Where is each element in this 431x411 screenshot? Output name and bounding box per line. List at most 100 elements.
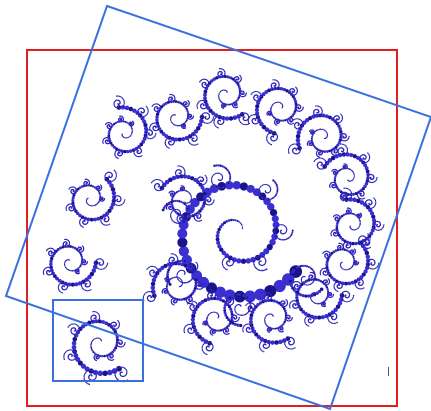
spiral-dot: [224, 105, 225, 106]
spiral-dot: [213, 165, 215, 167]
spiral-dot: [288, 150, 289, 151]
spiral-dot: [276, 102, 277, 103]
spiral-dot: [229, 116, 234, 121]
spiral-dot: [296, 134, 301, 139]
spiral-dot: [289, 280, 292, 283]
spiral-dot: [289, 277, 292, 280]
spiral-dot: [321, 129, 322, 130]
spiral-dot: [203, 105, 204, 106]
spiral-dot: [282, 239, 284, 241]
spiral-dot: [267, 199, 269, 201]
spiral-dot: [181, 222, 183, 224]
spiral-dot: [283, 239, 285, 241]
spiral-dot: [261, 261, 262, 262]
spiral-dot: [304, 265, 306, 267]
spiral-dot: [369, 237, 370, 238]
spiral-dot: [358, 215, 359, 216]
spiral-dot: [177, 237, 187, 247]
spiral-dot: [322, 114, 326, 118]
spiral-dot: [339, 285, 340, 286]
spiral-dot: [318, 158, 319, 159]
spiral-dot: [223, 307, 226, 310]
spiral-dot: [253, 263, 254, 264]
spiral-dot: [170, 217, 171, 218]
spiral-dot: [348, 211, 349, 212]
spiral-dot: [247, 124, 248, 125]
spiral-dot: [246, 124, 247, 125]
spiral-dot: [217, 244, 221, 248]
spiral-dot: [294, 100, 297, 103]
spiral-dot: [359, 282, 360, 283]
spiral-dot: [277, 102, 278, 103]
spiral-dot: [237, 293, 239, 295]
spiral-dot: [229, 104, 231, 106]
spiral-dot: [354, 174, 355, 175]
spiral-dot: [248, 120, 249, 121]
spiral-dot: [340, 143, 341, 144]
spiral-dot: [195, 144, 196, 145]
spiral-dot: [170, 215, 171, 216]
spiral-dot: [270, 109, 272, 111]
spiral-dot: [336, 227, 339, 230]
spiral-dot: [288, 152, 289, 153]
spiral-dot: [241, 259, 246, 264]
spiral-dot: [230, 219, 232, 221]
spiral-dot: [263, 270, 265, 272]
spiral-dot: [354, 175, 355, 176]
spiral-dot: [333, 185, 334, 186]
spiral-dot: [275, 102, 276, 103]
spiral-dot: [363, 157, 364, 158]
spiral-dot: [289, 282, 292, 285]
spiral-dot: [188, 211, 190, 213]
spiral-dot: [233, 115, 238, 120]
spiral-dot: [241, 315, 242, 316]
spiral-dot: [344, 269, 345, 270]
spiral-dot: [370, 177, 371, 178]
spiral-dot: [336, 224, 339, 227]
spiral-dot: [236, 258, 241, 263]
spiral-dot: [218, 96, 219, 97]
spiral-dot: [276, 186, 278, 188]
spiral-dot: [347, 281, 351, 285]
spiral-dot: [269, 113, 270, 114]
spiral-dot: [259, 194, 260, 195]
spiral-dot: [216, 231, 220, 235]
spiral-dot: [306, 284, 307, 285]
spiral-dot: [204, 84, 205, 85]
spiral-dot: [218, 187, 220, 189]
spiral-dot: [222, 263, 223, 264]
spiral-dot: [166, 273, 169, 276]
spiral-dot: [238, 85, 241, 88]
spiral-dot: [266, 199, 268, 201]
spiral-dot: [338, 127, 341, 130]
spiral-dot: [366, 242, 367, 243]
spiral-dot: [186, 110, 188, 112]
spiral-dot: [307, 284, 308, 285]
spiral-dot: [324, 138, 325, 139]
spiral-dot: [349, 268, 350, 269]
spiral-dot: [266, 140, 267, 141]
spiral-dot: [220, 120, 221, 121]
spiral-dot: [320, 129, 321, 130]
spiral-dot: [185, 282, 187, 284]
spiral-dot: [156, 108, 157, 109]
spiral-dot: [211, 178, 212, 179]
spiral-dot: [155, 115, 158, 118]
spiral-dot: [352, 256, 354, 258]
spiral-dot: [319, 157, 320, 158]
spiral-dot: [255, 108, 259, 112]
spiral-dot: [300, 265, 302, 267]
spiral-dot: [183, 125, 184, 126]
spiral-dot: [326, 260, 329, 263]
spiral-dot: [243, 314, 245, 316]
spiral-dot: [193, 138, 194, 139]
spiral-dot: [265, 190, 266, 191]
spiral-dot: [228, 219, 231, 222]
spiral-dot: [187, 282, 189, 284]
spiral-dot: [304, 276, 305, 277]
spiral-dot: [229, 175, 231, 177]
spiral-dot: [211, 182, 212, 183]
spiral-dot: [341, 151, 342, 152]
spiral-dot: [221, 187, 223, 189]
spiral-dot: [261, 270, 263, 272]
